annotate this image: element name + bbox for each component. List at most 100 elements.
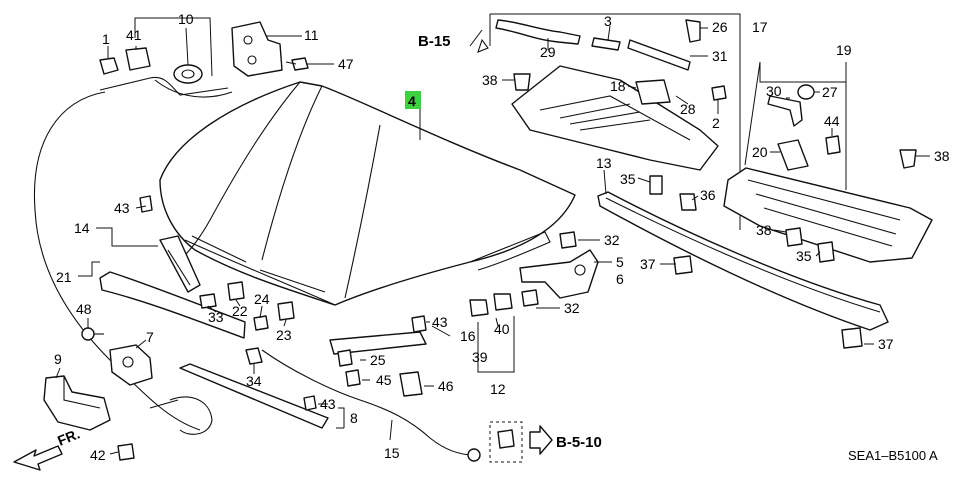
part-30-tube	[767, 95, 803, 127]
callout-29: 29	[540, 44, 556, 60]
reference-b510: B-5-10	[556, 434, 602, 451]
callout-22: 22	[232, 303, 248, 319]
callout-9: 9	[54, 351, 62, 367]
callout-48: 48	[76, 301, 92, 317]
callout-37-b: 37	[878, 336, 894, 352]
reference-box-b510	[489, 421, 553, 463]
callout-31: 31	[712, 48, 728, 64]
callout-35-b: 35	[796, 248, 812, 264]
part-44-clip	[825, 135, 841, 155]
part-3-bolt	[591, 37, 621, 51]
part-1-clip	[99, 57, 119, 75]
callout-43-a: 43	[114, 200, 130, 216]
part-22-clip	[227, 281, 245, 301]
part-31-tube	[627, 39, 691, 71]
callout-44: 44	[824, 113, 840, 129]
callout-20: 20	[752, 144, 768, 160]
part-10-grommet	[173, 64, 203, 84]
part-7-latch	[109, 344, 153, 386]
part-25-clip	[337, 349, 353, 367]
front-label: FR.	[55, 425, 82, 448]
reference-b15: B-15	[418, 33, 451, 50]
callout-46: 46	[438, 378, 454, 394]
callout-37-a: 37	[640, 256, 656, 272]
callout-18: 18	[610, 78, 626, 94]
part-8-strip	[179, 363, 329, 429]
callout-40: 40	[494, 321, 510, 337]
part-33-clip	[199, 293, 217, 309]
part-21-molding	[99, 271, 246, 339]
callout-14: 14	[74, 220, 90, 236]
callout-32-b: 32	[564, 300, 580, 316]
callout-32-a: 32	[604, 232, 620, 248]
callout-42: 42	[90, 447, 106, 463]
callout-43-b: 43	[320, 396, 336, 412]
callout-11: 11	[304, 27, 319, 43]
callout-24: 24	[254, 291, 270, 307]
callout-12: 12	[490, 381, 506, 397]
part-11-hinge	[231, 21, 283, 77]
callout-28: 28	[680, 101, 696, 117]
callout-35-a: 35	[620, 171, 636, 187]
part-46-cushion	[399, 371, 423, 397]
part-38-clip-right	[899, 149, 917, 169]
part-34-clip	[245, 347, 263, 365]
callout-1: 1	[102, 31, 110, 47]
part-47-bolt	[285, 57, 309, 71]
callout-38-b: 38	[934, 148, 950, 164]
part-16-strip	[329, 331, 427, 355]
callout-23: 23	[276, 327, 292, 343]
callout-45: 45	[376, 372, 392, 388]
callout-16: 16	[460, 328, 476, 344]
part-45-stopper	[345, 369, 361, 387]
callout-41: 41	[126, 27, 142, 43]
part-39-grommet	[469, 299, 489, 317]
callout-43-c: 43	[432, 314, 448, 330]
part-37-clip	[673, 255, 693, 275]
part-42-bolt	[117, 443, 135, 461]
callout-5: 5	[616, 254, 624, 270]
callout-19: 19	[836, 42, 852, 58]
part-27-cap	[797, 84, 815, 100]
part-5-6-lock	[519, 249, 599, 299]
part-41-clip	[125, 47, 151, 71]
callout-21: 21	[56, 269, 72, 285]
callout-labels: 1 41 10 11 47 4 14 43 21 48 7 9 42 33 22…	[54, 11, 950, 463]
callout-25: 25	[370, 352, 386, 368]
callout-2: 2	[712, 115, 720, 131]
callout-15: 15	[384, 445, 400, 461]
part-29-hose	[495, 19, 581, 45]
leader-lines	[55, 25, 930, 455]
part-26-nozzle	[685, 19, 701, 43]
callout-38-c: 38	[756, 222, 772, 238]
callout-34: 34	[246, 373, 262, 389]
part-14-hinge	[159, 235, 201, 293]
callout-27: 27	[822, 84, 838, 100]
callout-38-a: 38	[482, 72, 498, 88]
callout-6: 6	[616, 271, 624, 287]
callout-39: 39	[472, 349, 488, 365]
callout-26: 26	[712, 19, 728, 35]
callout-13: 13	[596, 155, 612, 171]
highlight-box	[405, 91, 421, 109]
callout-4: 4	[408, 93, 416, 109]
part-40-grommet	[493, 293, 513, 311]
callout-8: 8	[350, 410, 358, 426]
release-cable	[33, 91, 201, 431]
callout-3: 3	[604, 13, 612, 29]
callout-10: 10	[178, 11, 194, 27]
part-18-bracket	[635, 79, 671, 105]
part-48-bolt	[81, 327, 104, 341]
part-13-seal	[597, 191, 889, 331]
callout-36: 36	[700, 187, 716, 203]
hood-panel	[159, 81, 576, 306]
callout-7: 7	[146, 329, 154, 345]
part-38-clip	[513, 73, 531, 91]
callout-30: 30	[766, 83, 782, 99]
part-2-clip	[711, 85, 727, 101]
part-15-cable	[261, 349, 475, 456]
drawing-code: SEA1–B5100 A	[848, 448, 938, 463]
front-arrow-icon	[13, 445, 63, 471]
